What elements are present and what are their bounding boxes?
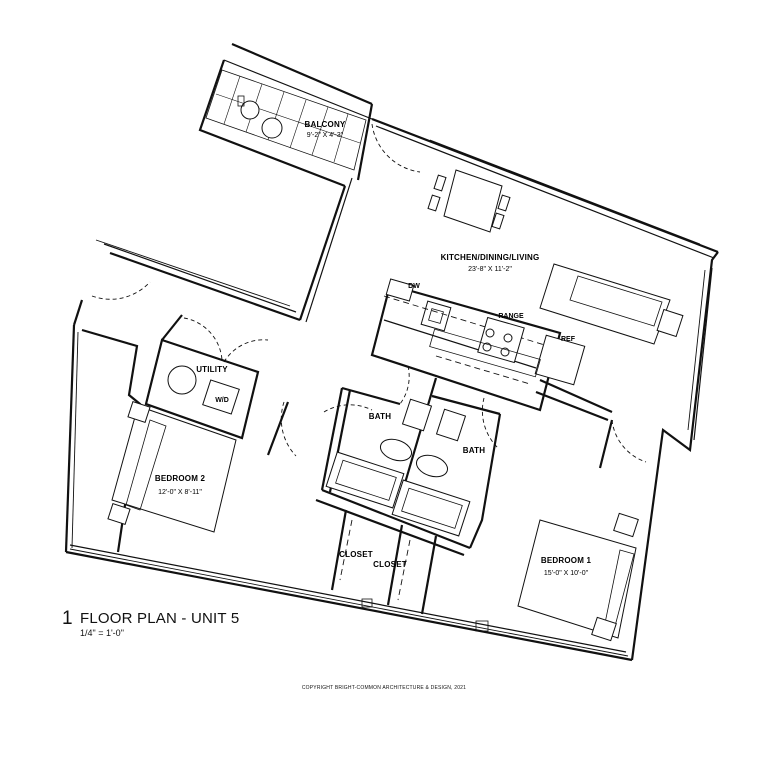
plan-title: FLOOR PLAN - UNIT 5 (80, 610, 240, 627)
bedroom1-dims: 15'-0" X 10'-0" (544, 570, 589, 577)
plan-number: 1 (62, 608, 73, 629)
door-swings (91, 123, 647, 463)
bath1-label: BATH (369, 412, 391, 421)
bath-fixtures (325, 398, 471, 537)
bedroom2-label: BEDROOM 2 (155, 474, 206, 483)
bed-bedroom1 (517, 512, 639, 642)
copyright-note: COPYRIGHT BRIGHT-COMMON ARCHITECTURE & D… (301, 685, 467, 691)
balcony-dims: 9'-2" X 4'-3" (307, 132, 344, 139)
range-label: RANGE (498, 313, 524, 320)
utility-label: UTILITY (196, 365, 228, 374)
bedroom2-dims: 12'-0" X 8'-11" (158, 489, 202, 496)
room-labels: BALCONY 9'-2" X 4'-3" KITCHEN/DINING/LIV… (155, 120, 592, 577)
utility-fixtures (167, 365, 240, 415)
kitchen-living-label: KITCHEN/DINING/LIVING (441, 253, 540, 262)
fixture-labels: DW RANGE REF W/D (215, 283, 576, 404)
sofa (539, 263, 684, 345)
kitchen-fixtures (383, 278, 586, 386)
bath2-label: BATH (463, 446, 485, 455)
bedroom1-label: BEDROOM 1 (541, 556, 592, 565)
ref-label: REF (561, 336, 576, 343)
dw-label: DW (408, 283, 420, 290)
closet1-label: CLOSET (339, 550, 373, 559)
plan-scale: 1/4" = 1'-0" (80, 628, 124, 638)
dining-table (427, 169, 511, 233)
balcony-area (205, 69, 367, 171)
kitchen-living-dims: 23'-8" X 11'-2" (468, 266, 512, 273)
bed-bedroom2 (107, 400, 237, 533)
closet2-label: CLOSET (373, 560, 407, 569)
balcony-label: BALCONY (305, 120, 346, 129)
wd-label: W/D (215, 397, 229, 404)
